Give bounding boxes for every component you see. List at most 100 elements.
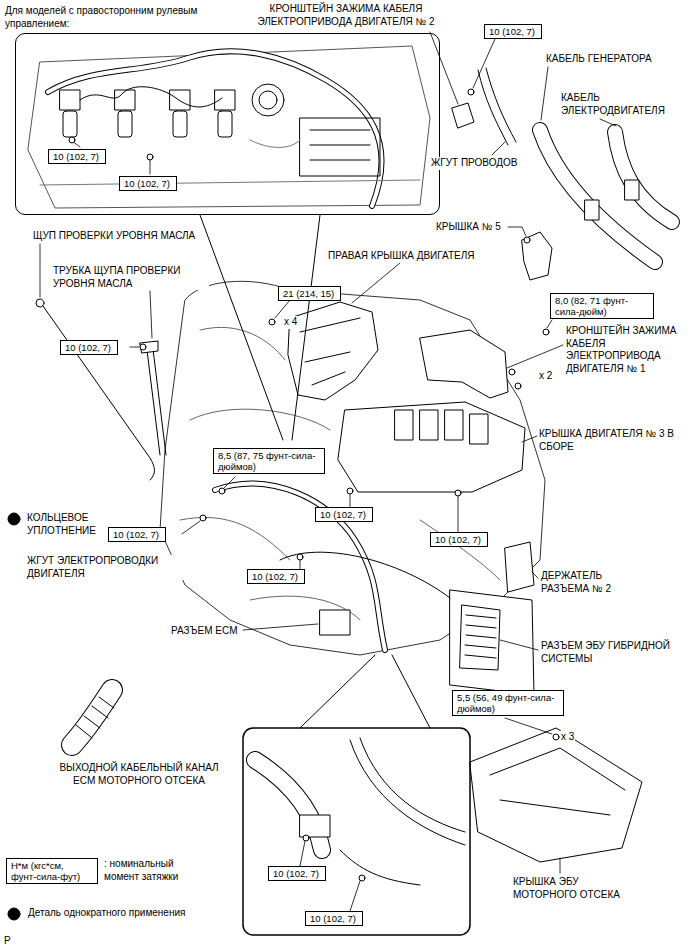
torque-value: 10 (102, 7) xyxy=(273,868,319,879)
callout-label: P xyxy=(3,935,12,948)
line-art xyxy=(473,39,495,88)
torque-value: 10 (102, 7) xyxy=(53,151,99,162)
line-art xyxy=(505,542,534,592)
line-art xyxy=(509,369,515,375)
line-art xyxy=(547,320,552,328)
line-art xyxy=(347,488,353,494)
line-art xyxy=(60,90,80,110)
callout-label: ЩУП ПРОВЕРКИ УРОВНЯ МАСЛА xyxy=(32,230,196,243)
line-art xyxy=(40,32,616,911)
line-art xyxy=(455,490,461,496)
line-art xyxy=(300,841,305,866)
line-art xyxy=(420,410,438,440)
line-art xyxy=(350,494,351,507)
callout-label: КОЛЬЦЕВОЕ УПЛОТНЕНИЕ xyxy=(26,512,108,537)
line-art xyxy=(500,640,538,650)
callout-label: КРЫШКА № 5 xyxy=(435,221,502,234)
line-art xyxy=(320,610,350,635)
torque-value: 8,0 (82, 71 фунт-сила-дюйм) xyxy=(555,295,647,317)
line-art xyxy=(458,496,459,532)
line-art xyxy=(215,90,235,110)
callout-label: x 4 xyxy=(283,316,298,329)
line-art xyxy=(224,477,235,488)
line-art xyxy=(300,560,301,569)
torque-box: 5,5 (56, 49 фунт-сила-дюймов) xyxy=(452,690,564,716)
line-art xyxy=(600,119,616,126)
line-art xyxy=(200,215,320,440)
line-art xyxy=(300,318,360,385)
line-art xyxy=(492,142,505,155)
line-art xyxy=(300,815,330,837)
line-art xyxy=(72,690,112,745)
line-art xyxy=(359,875,365,881)
torque-box: 10 (102, 7) xyxy=(60,340,118,355)
callout-label: ДЕРЖАТЕЛЬ РАЗЪЕМА № 2 xyxy=(540,570,642,595)
line-art xyxy=(140,344,146,350)
torque-box: 8,0 (82, 71 фунт-сила-дюйм) xyxy=(550,293,654,319)
line-art xyxy=(140,341,158,353)
line-art xyxy=(300,655,430,728)
torque-value: 10 (102, 7) xyxy=(252,571,298,582)
torque-box: 21 (214, 15) xyxy=(278,286,341,301)
line-art xyxy=(490,748,625,815)
line-art xyxy=(8,513,20,525)
torque-box: 10 (102, 7) xyxy=(430,532,488,547)
line-art xyxy=(243,728,470,935)
line-art xyxy=(540,130,655,262)
torque-box: 10 (102, 7) xyxy=(48,149,106,164)
torque-value: 21 (214, 15) xyxy=(283,288,334,299)
line-art xyxy=(543,329,549,335)
line-art xyxy=(40,244,41,297)
line-art xyxy=(478,68,516,145)
callout-label: КАБЕЛЬ ЭЛЕКТРОДВИГАТЕЛЯ xyxy=(560,92,686,117)
torque-value: 10 (102, 7) xyxy=(65,342,111,353)
line-art xyxy=(553,734,559,740)
line-art xyxy=(288,302,378,400)
torque-value: 10 (102, 7) xyxy=(310,913,356,924)
torque-box: 8,5 (87, 75 фунт-сила-дюймов) xyxy=(213,448,325,474)
line-art xyxy=(508,227,526,236)
line-art xyxy=(350,881,360,911)
line-art xyxy=(540,130,655,262)
inset-frame: Для моделей с правосторонним рулевым упр… xyxy=(15,33,440,215)
callout-label: ВЫХОДНОЙ КАБЕЛЬНЫЙ КАНАЛ ECM МОТОРНОГО О… xyxy=(52,762,226,787)
line-art xyxy=(252,84,284,116)
line-art xyxy=(28,46,430,208)
torque-box: 10 (102, 7) xyxy=(305,911,363,926)
line-art xyxy=(585,200,599,220)
line-art xyxy=(615,132,672,222)
line-art xyxy=(350,738,465,845)
torque-box: 10 (102, 7) xyxy=(108,527,166,542)
torque-box: 10 (102, 7) xyxy=(484,24,542,39)
torque-value: 10 (102, 7) xyxy=(435,534,481,545)
torque-box: 10 (102, 7) xyxy=(268,866,326,881)
line-art xyxy=(522,232,552,280)
callout-label: КРОНШТЕЙН ЗАЖИМА КАБЕЛЯ ЭЛЕКТРОПРИВОДА Д… xyxy=(245,3,447,28)
line-art xyxy=(130,347,139,348)
line-art xyxy=(182,521,200,534)
callout-label: КРЫШКА ЭБУ МОТОРНОГО ОТСЕКА xyxy=(512,876,644,901)
callout-label: КАБЕЛЬ ГЕНЕРАТОРА xyxy=(545,53,653,66)
line-art xyxy=(115,90,135,110)
line-art xyxy=(532,572,538,578)
callout-label: x 3 xyxy=(560,731,575,744)
line-art xyxy=(118,111,132,137)
line-art xyxy=(215,484,385,650)
callout-label: ЖГУТ ЭЛЕКТРОПРОВОДКИ ДВИГАТЕЛЯ xyxy=(26,555,188,580)
line-art xyxy=(560,858,561,873)
line-art xyxy=(303,835,309,841)
line-art xyxy=(395,410,413,440)
torque-box: 10 (102, 7) xyxy=(119,176,177,191)
torque-value: 10 (102, 7) xyxy=(124,178,170,189)
line-art xyxy=(522,436,537,442)
line-art xyxy=(352,263,400,303)
line-art xyxy=(80,87,222,107)
line-art xyxy=(170,90,190,110)
line-art xyxy=(452,103,474,128)
torque-value: 8,5 (87, 75 фунт-сила-дюймов) xyxy=(218,450,318,472)
line-art xyxy=(505,718,552,734)
torque-value: 10 (102, 7) xyxy=(113,529,159,540)
